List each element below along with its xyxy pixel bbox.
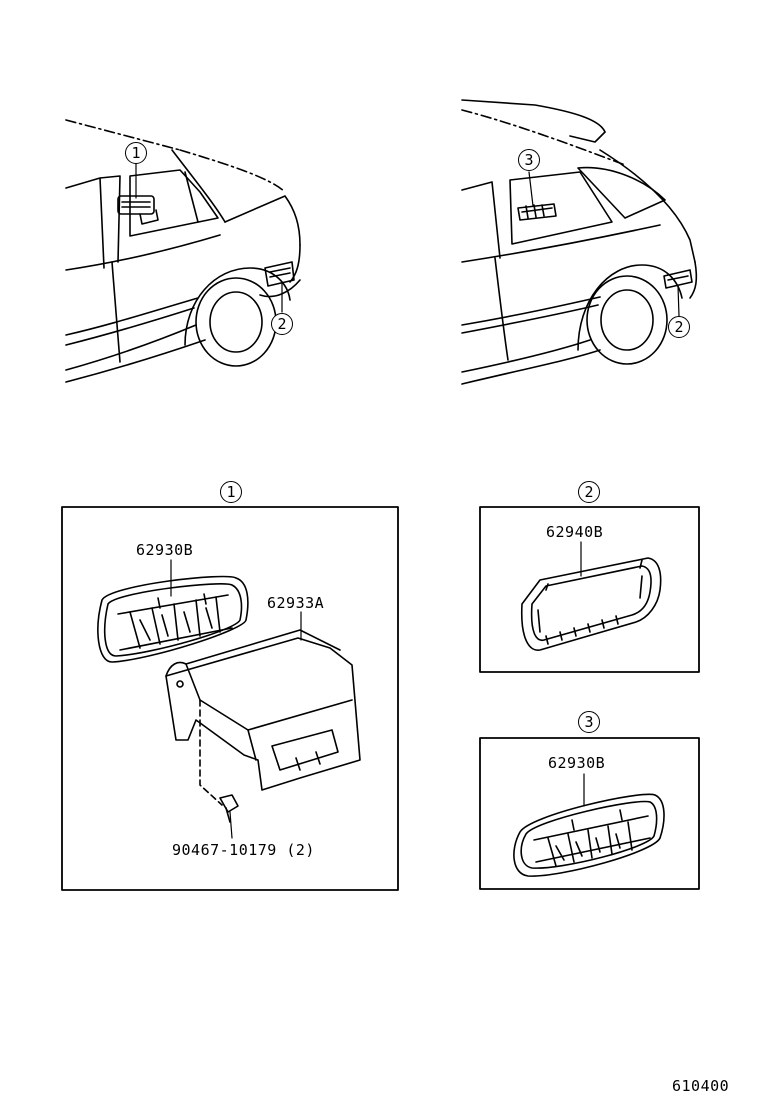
part-number-62940b: 62940B [546,523,604,541]
part-number-90467-10179: 90467-10179 (2) [172,841,315,859]
callout-sedan-vent-1: 1 [125,142,147,164]
panel-2-frame [479,506,700,673]
panel-2-outlet-drawing [520,557,662,651]
callout-wagon-vent-3: 3 [518,149,540,171]
panel-1-frame [61,506,399,891]
panel-2-number: 2 [578,481,600,503]
callout-sedan-vent-2: 2 [271,313,293,335]
panel-1-outlet-drawing [97,575,249,663]
panel-1-clip-drawing [199,699,239,839]
part-number-62930b-panel3: 62930B [548,754,606,772]
panel-3-number: 3 [578,711,600,733]
part-number-62930b-panel1: 62930B [136,541,194,559]
panel-1-duct-drawing [165,629,361,791]
sedan-illustration [65,119,301,383]
callout-wagon-vent-2: 2 [668,316,690,338]
panel-1-number: 1 [220,481,242,503]
page-code: 610400 [672,1077,730,1095]
panel-3-frame [479,737,700,890]
panel-3-outlet-drawing [513,793,665,877]
wagon-illustration [461,99,698,385]
part-number-62933a: 62933A [267,594,325,612]
